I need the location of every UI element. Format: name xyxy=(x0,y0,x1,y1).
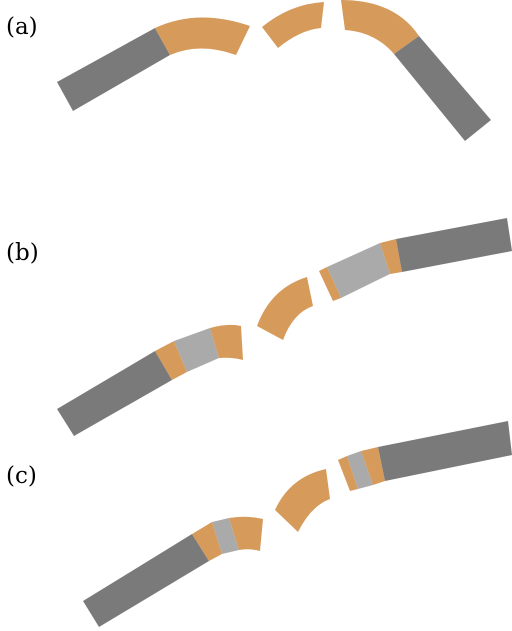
panel-a-left-bend xyxy=(155,17,250,55)
panel-label-c: (c) xyxy=(6,463,37,489)
panel-c-left-bend-b xyxy=(229,516,263,551)
panel-b-left-straight-bar xyxy=(57,351,172,436)
panel-b-middle-bend xyxy=(257,277,313,340)
panel-b-right-bend-a xyxy=(319,267,341,301)
panel-b xyxy=(57,218,512,436)
panel-c-right-bend-b xyxy=(361,447,385,485)
panel-c-right-spacer xyxy=(347,451,373,489)
panel-a xyxy=(57,0,491,141)
panel-label-b: (b) xyxy=(6,240,39,266)
panel-c-right-straight-bar xyxy=(378,421,512,481)
panel-label-a: (a) xyxy=(6,14,38,40)
panel-a-middle-bend xyxy=(262,2,324,48)
panel-b-right-straight-bar xyxy=(396,218,512,272)
panel-c-right-bend-a xyxy=(338,456,358,491)
panel-a-right-straight-bar xyxy=(394,36,491,141)
panel-b-left-bend-a xyxy=(155,341,187,380)
panel-b-left-spacer xyxy=(174,328,219,372)
panel-b-left-bend-b xyxy=(210,324,243,360)
panel-a-left-straight-bar xyxy=(57,28,170,111)
panel-b-right-spacer xyxy=(327,243,390,298)
panel-c-left-straight-bar xyxy=(83,534,209,627)
panel-a-right-bend xyxy=(341,0,419,54)
panel-c-left-bend-a xyxy=(192,522,222,561)
panel-c xyxy=(83,421,512,627)
panel-c-left-spacer xyxy=(212,518,239,554)
panel-c-middle-bend xyxy=(275,469,330,532)
panel-b-right-bend-b xyxy=(380,239,402,274)
